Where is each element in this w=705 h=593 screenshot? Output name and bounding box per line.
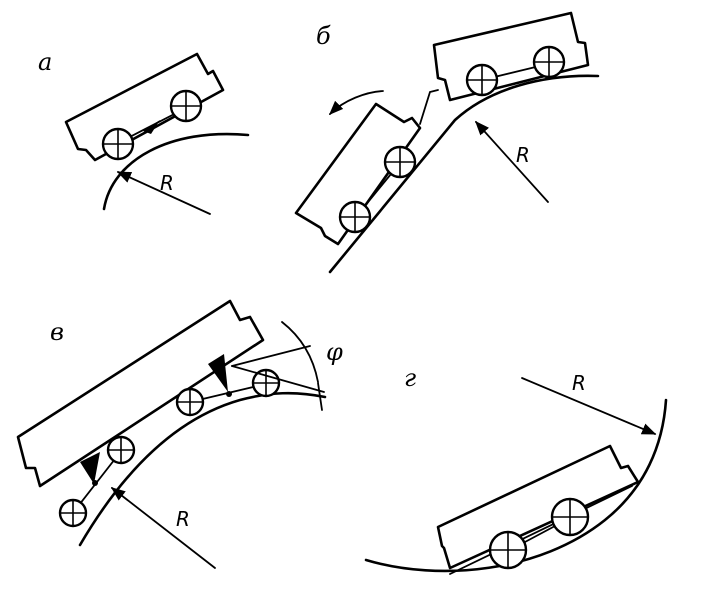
panel-b-upper-wagon: [432, 11, 590, 102]
panel-g-letter: г: [404, 364, 416, 392]
panel-a-wheel-front: [101, 127, 135, 161]
panel-a: а R: [38, 48, 250, 215]
panel-v-rear-pivot-point: [226, 391, 232, 397]
panel-v-angle-ray-2: [231, 365, 325, 393]
panel-v-front-pivot: [80, 452, 100, 484]
panel-g-track-curve: [364, 398, 668, 573]
panel-v-angle-ray-1: [231, 345, 311, 367]
panel-a-wagon-body: [64, 52, 225, 162]
panel-v-front-pivot-point: [92, 480, 98, 486]
panel-b-lower-wheel-front: [338, 200, 372, 234]
panel-a-track-curve: [102, 132, 250, 211]
panel-g-radius-label: R: [572, 371, 586, 395]
panel-g-wagon-body: [436, 444, 640, 570]
panel-g-wheel-front: [488, 530, 528, 570]
panel-b-upper-wheel-front: [465, 63, 499, 97]
panel-a-wagon: [64, 52, 225, 162]
panel-g: г R: [364, 364, 668, 575]
panel-v-wagon: [16, 299, 281, 528]
panel-a-letter: а: [38, 48, 52, 76]
panel-b-lower-wheel-rear: [383, 145, 417, 179]
panel-a-bogie-pivot: [143, 120, 160, 134]
panel-v-angle-arc-end: [317, 382, 323, 411]
panel-v-letter: в: [50, 318, 64, 346]
panel-g-wheel-rear: [550, 497, 590, 537]
panel-v-radius-arrow: [110, 487, 216, 569]
panel-v-wheel-1: [58, 498, 88, 528]
panel-a-radius-label: R: [160, 171, 174, 195]
panel-b-radius-arrow: [475, 120, 549, 203]
panel-b-upper-wheel-rear: [532, 45, 566, 79]
panel-v-wheel-2: [106, 435, 136, 465]
panel-v-wheel-3: [175, 387, 205, 417]
panel-a-wheel-rear: [169, 89, 203, 123]
panel-b-rotation-arrow: [328, 90, 384, 116]
panel-g-wagon: [436, 444, 640, 575]
panel-v-radius-label: R: [176, 507, 190, 531]
panel-b-coupling: [419, 89, 439, 125]
panel-v-angle-arc: [281, 321, 319, 383]
panel-b-lower-wagon: [294, 102, 422, 246]
panel-v-wagon-body: [16, 299, 265, 488]
panel-v-angle-label: φ: [326, 338, 343, 366]
panel-g-radius-arrow: [521, 377, 657, 435]
panel-g-frame-line: [449, 485, 633, 575]
panel-b-letter: б: [316, 22, 331, 50]
panel-b-radius-label: R: [516, 143, 530, 167]
panel-b-track: [328, 74, 600, 274]
panel-b-lower-wagon-body: [294, 102, 422, 246]
panel-a-radius-arrow: [116, 171, 211, 215]
panel-v-rear-pivot: [208, 354, 228, 392]
panel-b: б R: [294, 11, 600, 274]
panel-v: в φ R: [16, 299, 343, 569]
